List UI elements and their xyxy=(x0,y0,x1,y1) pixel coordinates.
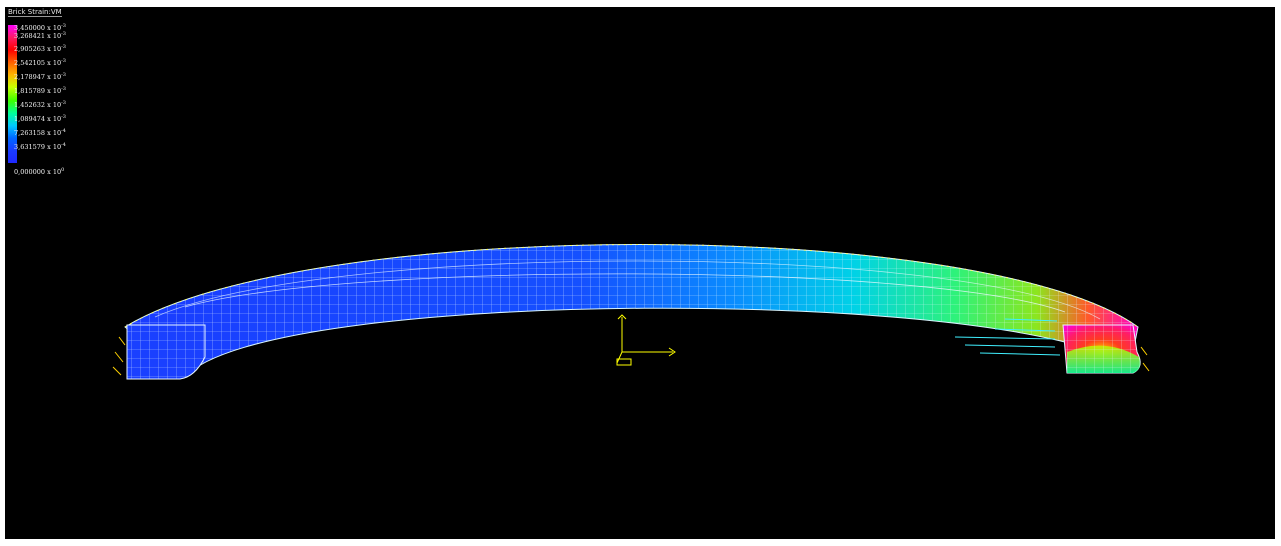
strain-legend: Brick Strain:VM 3,450000 x 10-3 3,268421… xyxy=(5,7,85,177)
legend-tick: 1,089474 x 10-3 xyxy=(14,114,66,123)
legend-tick: 1,452632 x 10-3 xyxy=(14,100,66,109)
right-cross-section[interactable] xyxy=(1062,324,1150,374)
legend-tick: 2,905263 x 10-3 xyxy=(14,44,66,53)
legend-tick: 3,450000 x 10-3 xyxy=(14,23,66,32)
legend-tick: 2,178947 x 10-3 xyxy=(14,72,66,81)
legend-tick: 1,815789 x 10-3 xyxy=(14,86,66,95)
model-viewport[interactable]: Brick Strain:VM 3,450000 x 10-3 3,268421… xyxy=(5,7,1275,539)
load-vectors xyxy=(954,318,1061,356)
ring-mesh[interactable] xyxy=(124,244,1139,378)
legend-color-bar xyxy=(8,25,17,163)
axes-triad-icon xyxy=(616,314,676,366)
legend-title: Brick Strain:VM xyxy=(8,8,62,17)
legend-tick: 0,000000 x 100 xyxy=(14,167,65,176)
legend-tick: 2,542105 x 10-3 xyxy=(14,58,66,67)
fe-model-scene[interactable] xyxy=(5,7,1275,539)
legend-tick: 3,631579 x 10-4 xyxy=(14,142,66,151)
legend-tick: 3,268421 x 10-3 xyxy=(14,31,66,40)
legend-tick: 7,263158 x 10-4 xyxy=(14,128,66,137)
left-cross-section[interactable] xyxy=(112,324,206,380)
